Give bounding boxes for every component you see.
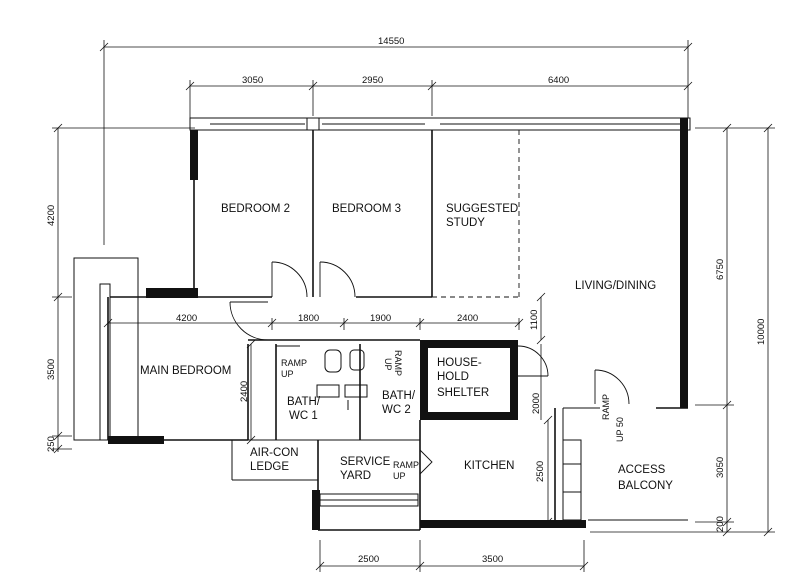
aircon-label-2: LEDGE — [250, 461, 289, 473]
dim-left-4200: 4200 — [46, 205, 57, 226]
dim-bottom-3500: 3500 — [482, 554, 503, 565]
ramp-labels: RAMP UP RAMP UP RAMP UP RAMP UP 50 — [281, 350, 625, 481]
service-label-2: YARD — [340, 470, 371, 482]
study-label-2: STUDY — [446, 217, 485, 229]
dim-top-2950: 2950 — [362, 75, 383, 86]
ramp-bath1-ramp: RAMP — [281, 358, 307, 368]
ramp-balcony-ramp: RAMP — [601, 394, 611, 420]
balcony-label-1: ACCESS — [618, 464, 666, 476]
ramp-balcony-up50: UP 50 — [615, 417, 625, 442]
dim-kitchen-2500: 2500 — [535, 461, 546, 482]
ramp-service-up: UP — [393, 471, 406, 481]
dim-mid-1800: 1800 — [298, 313, 319, 324]
balcony-label-2: BALCONY — [618, 480, 673, 492]
walls — [73, 117, 691, 531]
bath2-label-2: WC 2 — [382, 404, 411, 416]
dim-left-3500: 3500 — [46, 359, 57, 380]
dim-mid-2400: 2400 — [457, 313, 478, 324]
dim-top-6400: 6400 — [548, 75, 569, 86]
kitchen-label: KITCHEN — [464, 460, 514, 472]
aircon-label-1: AIR-CON — [250, 447, 299, 459]
dim-bottom-2500: 2500 — [358, 554, 379, 565]
service-label-1: SERVICE — [340, 456, 391, 468]
dim-shelter-2000: 2000 — [531, 393, 542, 414]
ramp-service-ramp: RAMP — [393, 460, 419, 470]
dim-right-10000: 10000 — [756, 319, 767, 345]
study-label-1: SUGGESTED — [446, 203, 518, 215]
dimension-lines — [52, 40, 775, 572]
ramp-bath1-up: UP — [281, 369, 294, 379]
main-bedroom-label: MAIN BEDROOM — [140, 365, 231, 377]
room-labels: BEDROOM 2 BEDROOM 3 SUGGESTED STUDY LIVI… — [140, 203, 673, 492]
dimension-labels: 14550 3050 2950 6400 4200 1800 1900 2400… — [46, 36, 767, 565]
shelter-label-1: HOUSE- — [437, 357, 482, 369]
dim-corridor-1100: 1100 — [529, 310, 540, 330]
bath1-label-1: BATH/ — [287, 396, 321, 408]
dim-mid-4200: 4200 — [176, 313, 197, 324]
dim-top-3050: 3050 — [242, 75, 263, 86]
bath2-label-1: BATH/ — [382, 390, 416, 402]
shelter-label-3: SHELTER — [437, 387, 489, 399]
living-label: LIVING/DINING — [575, 280, 656, 292]
dim-mid-1900: 1900 — [370, 313, 391, 324]
dim-right-6750: 6750 — [715, 259, 726, 280]
bedroom3-label: BEDROOM 3 — [332, 203, 401, 215]
ramp-bath2-ramp: RAMP — [393, 350, 403, 376]
dim-bath-2400: 2400 — [239, 381, 250, 402]
dim-right-3050: 3050 — [715, 457, 726, 478]
ramp-bath2-up: UP — [383, 358, 393, 371]
dim-left-250: 250 — [46, 436, 57, 452]
dim-right-200: 200 — [715, 516, 726, 532]
fixtures — [316, 349, 368, 410]
shelter-label-2: HOLD — [437, 371, 469, 383]
doors — [229, 261, 630, 475]
bedroom2-label: BEDROOM 2 — [221, 203, 290, 215]
bath1-label-2: WC 1 — [289, 410, 318, 422]
dim-overall-width: 14550 — [378, 36, 404, 47]
